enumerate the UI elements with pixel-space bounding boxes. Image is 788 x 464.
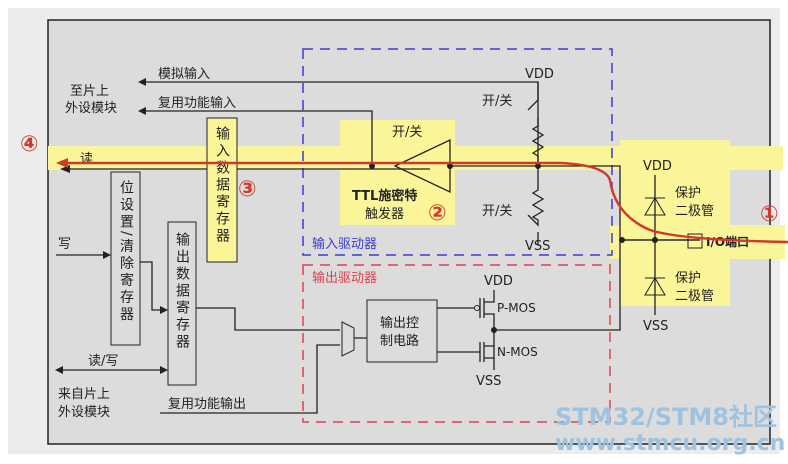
nmos-label: N-MOS [497,345,538,359]
input-driver-label: 输入驱动器 [312,236,377,252]
watermark-url: www.stmcu.org.cn [555,431,785,456]
output-control-circuit [366,299,438,363]
input-driver-box [302,48,613,256]
marker-3: ③ [238,177,257,202]
marker-4: ④ [20,132,39,157]
read-signal-path [62,161,788,244]
from-peripheral-label: 来自片上 [58,387,110,402]
bit-set-clear-register [110,171,141,346]
diode-label-2: 二极管 [675,204,714,219]
diode-label-b2: 二极管 [675,289,714,304]
diode-label: 保护 [675,186,701,201]
output-control-label: 输出控 [380,315,419,331]
schmitt-switch-label: 开/关 [392,125,422,140]
schmitt-label: TTL施密特 [352,188,417,204]
output-driver-label: 输出驱动器 [312,270,377,286]
input-data-register [206,117,238,263]
from-peripheral-label-2: 外设模块 [58,405,110,420]
schmitt-label-2: 触发器 [365,206,404,222]
output-data-register-label: 输出数据寄存器 [174,232,190,351]
output-control-label-2: 制电路 [380,333,419,349]
pmos-vdd-label: VDD [484,274,513,289]
pmos-label: P-MOS [497,301,536,315]
io-pin [687,233,703,249]
pulldown-switch-label: 开/关 [482,204,512,219]
output-driver-box [302,264,611,423]
vss-label: VSS [525,239,550,254]
mux-icon [341,321,355,357]
read-write-label: 读/写 [88,354,118,369]
diode-vdd-label: VDD [643,159,672,174]
alt-func-output-label: 复用功能输出 [168,396,246,412]
bit-set-clear-label: 位设置/清除寄存器 [118,180,134,324]
read-label: 读 [80,152,93,167]
marker-1: ① [760,202,779,227]
output-data-register [167,221,197,386]
write-label: 写 [58,237,71,252]
alt-func-input-label: 复用功能输入 [158,95,236,111]
watermark-title: STM32/STM8社区 [555,403,777,431]
analog-input-label: 模拟输入 [158,66,210,82]
pullup-switch-label: 开/关 [482,94,512,109]
diode-vss-label: VSS [643,319,668,334]
vdd-label: VDD [525,67,554,82]
marker-2: ② [428,201,447,226]
nmos-vss-label: VSS [476,374,501,389]
io-port-label: I/O端口 [706,234,749,249]
to-peripheral-label-2: 外设模块 [65,101,117,116]
input-data-register-label: 输入数据寄存器 [214,126,230,245]
to-peripheral-label: 至片上 [70,84,109,99]
diode-label-b: 保护 [675,271,701,286]
